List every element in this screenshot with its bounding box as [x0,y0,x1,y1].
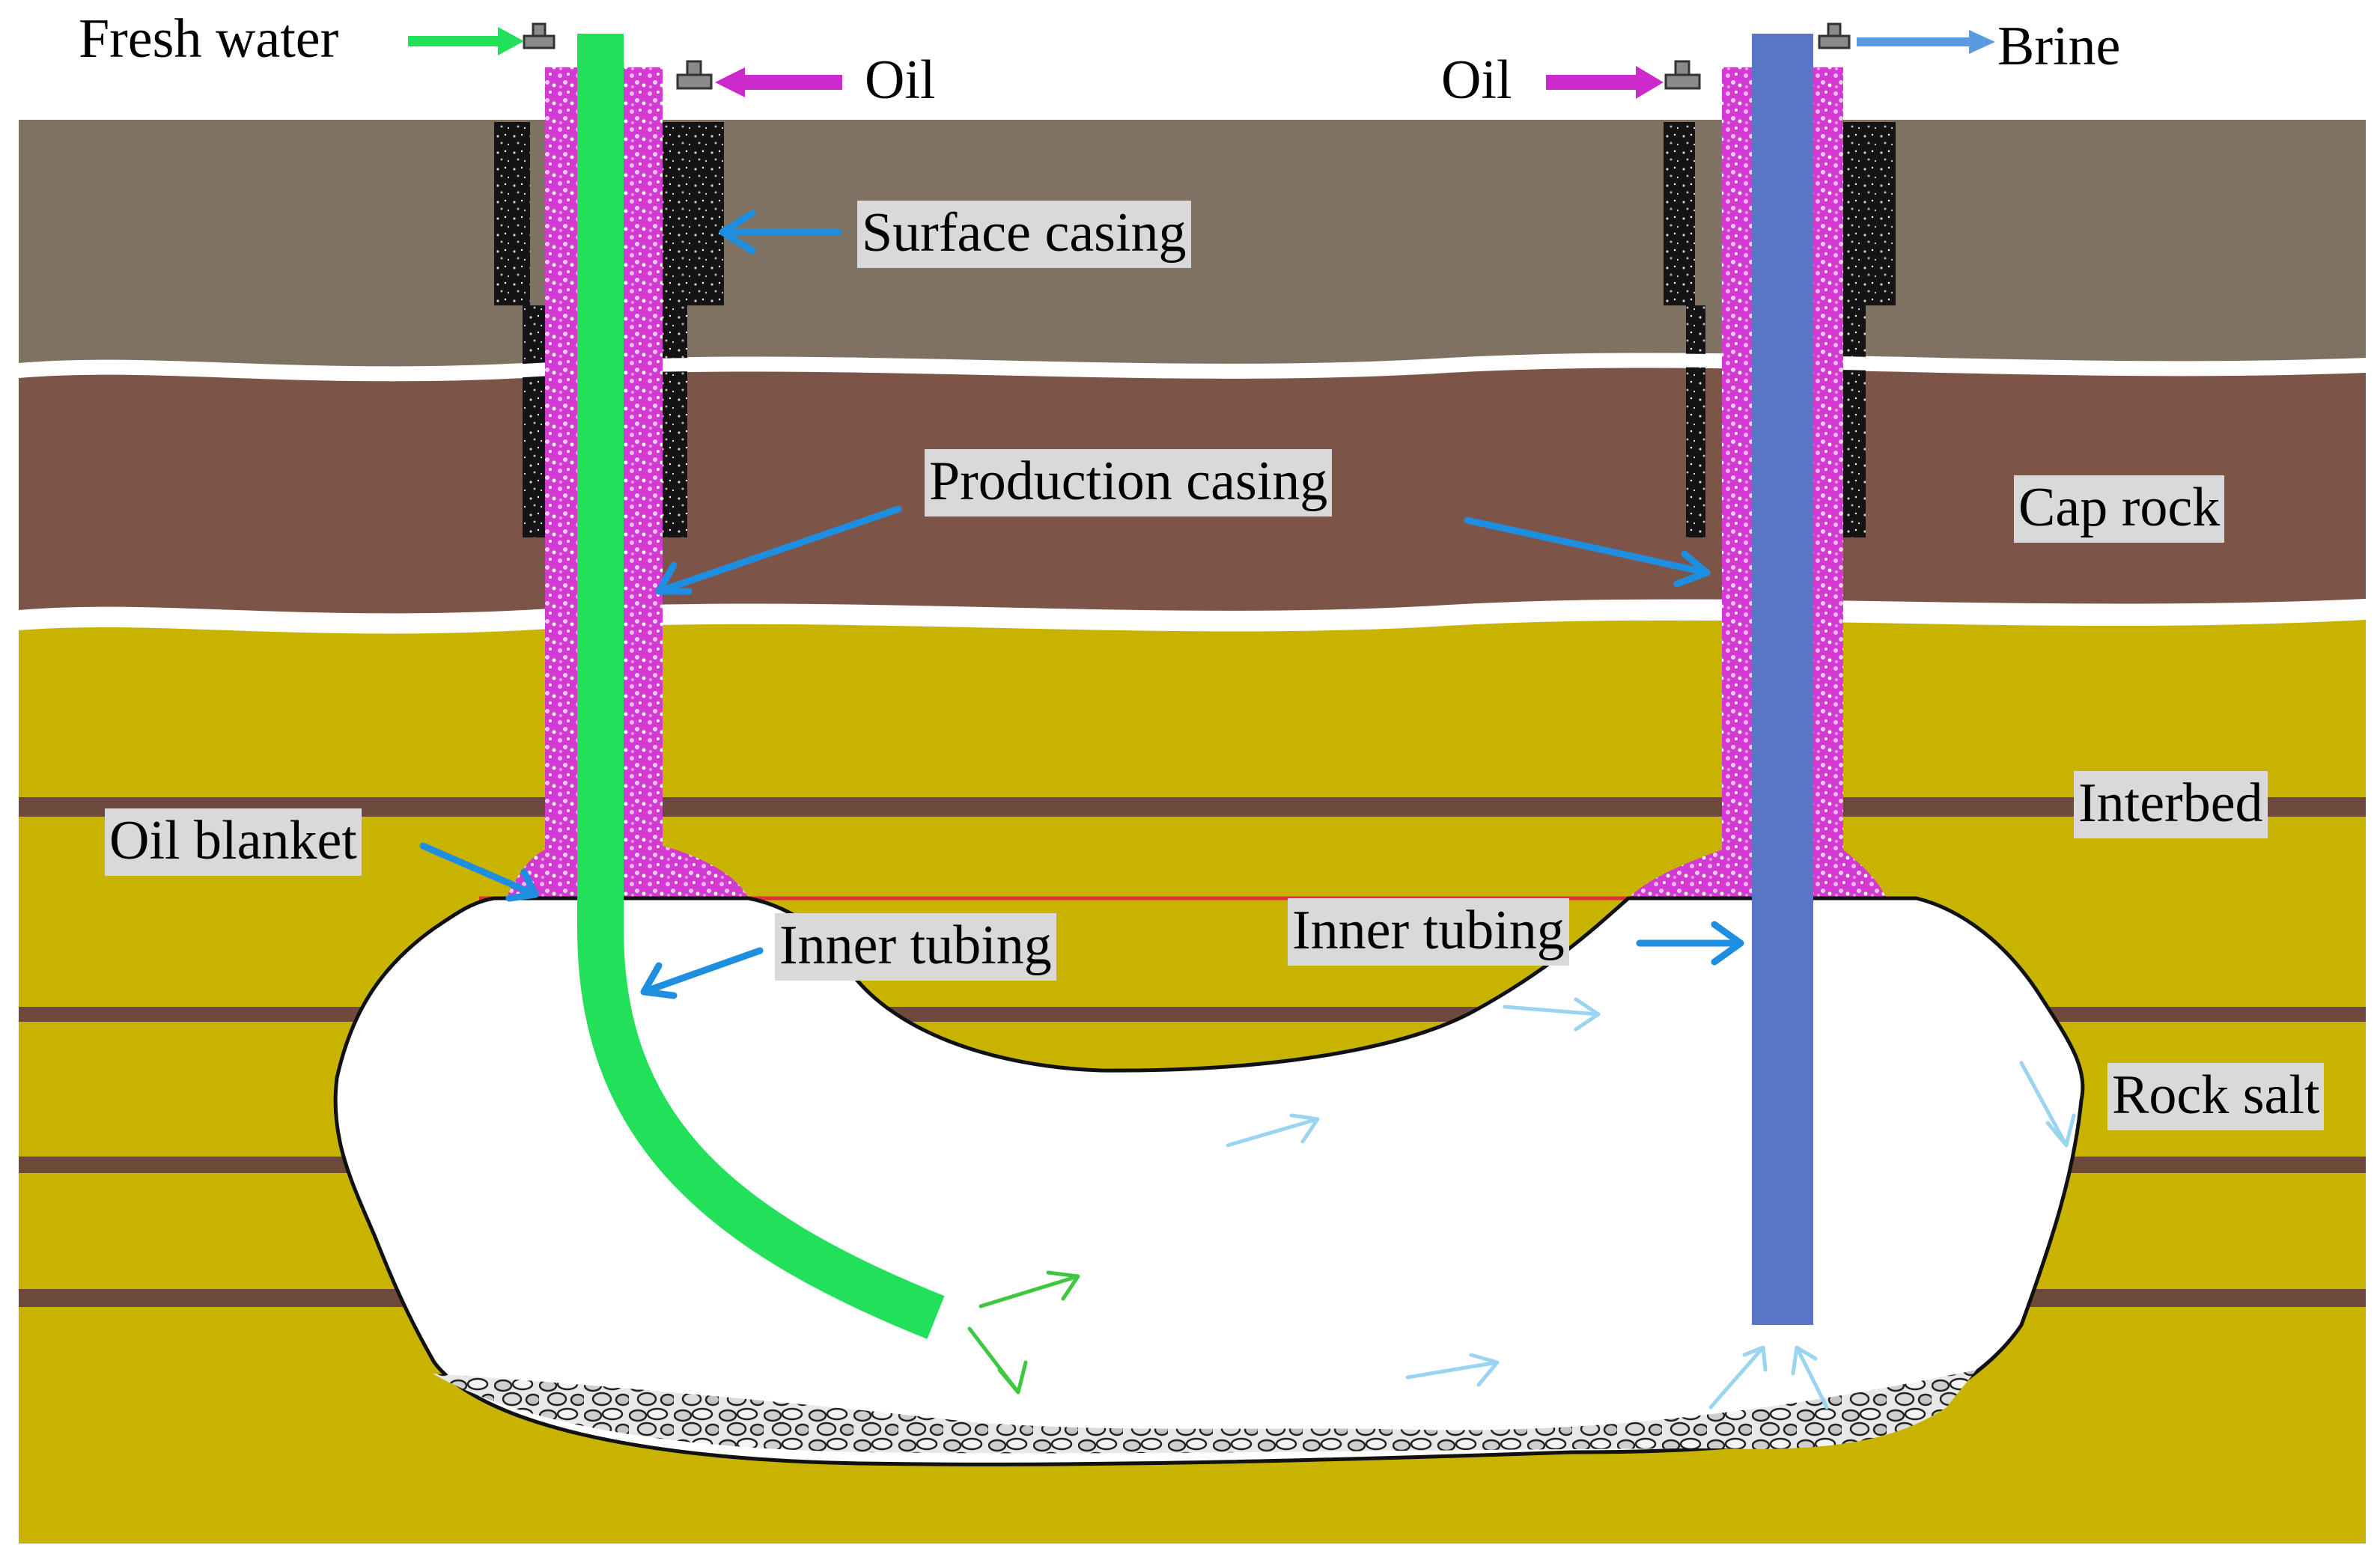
production-casing-pointer-left [655,505,902,595]
oil-label-left: Oil [865,49,936,111]
cap-rock-label: Cap rock [2014,475,2225,543]
inner-tubing-pointer-right [1636,921,1744,966]
rock-salt-label: Rock salt [2107,1063,2325,1130]
layer-separator [18,353,2367,381]
oil-inflow-arrow-right [1546,66,1664,99]
inner-tubing-pointer-left [640,947,764,999]
label-pointer-arrows [419,210,1744,999]
left-well-cement [494,122,724,537]
brine-outflow-arrow [1857,30,1995,54]
oil-inflow-arrow-left [715,67,842,97]
valve-icon [523,22,1851,90]
oil-blanket-label: Oil blanket [105,808,362,876]
inner-tubing-label-right: Inner tubing [1288,898,1569,966]
production-casing-label: Production casing [925,449,1333,517]
layer-separator [18,603,2367,630]
flow-arrows [967,997,2076,1410]
surface-casing-label: Surface casing [857,201,1191,268]
top-layer [19,120,2366,367]
inner-tubing-right [1752,34,1813,1325]
right-well-cement [1664,122,1896,537]
brine-label: Brine [1997,16,2121,77]
interbed-label: Interbed [2074,771,2268,838]
inner-tubing-label-left: Inner tubing [775,913,1056,981]
surface-casing-pointer [719,210,842,255]
fresh-water-inflow-arrow [408,27,524,55]
inner-tubing-left [577,34,945,1339]
fresh-water-label: Fresh water [79,8,339,70]
oil-blanket-pointer [419,842,539,902]
production-casing-pointer-right [1464,517,1711,588]
interbed-line [19,797,2366,817]
oil-blanket-left [505,790,749,898]
oil-label-right: Oil [1441,49,1512,111]
